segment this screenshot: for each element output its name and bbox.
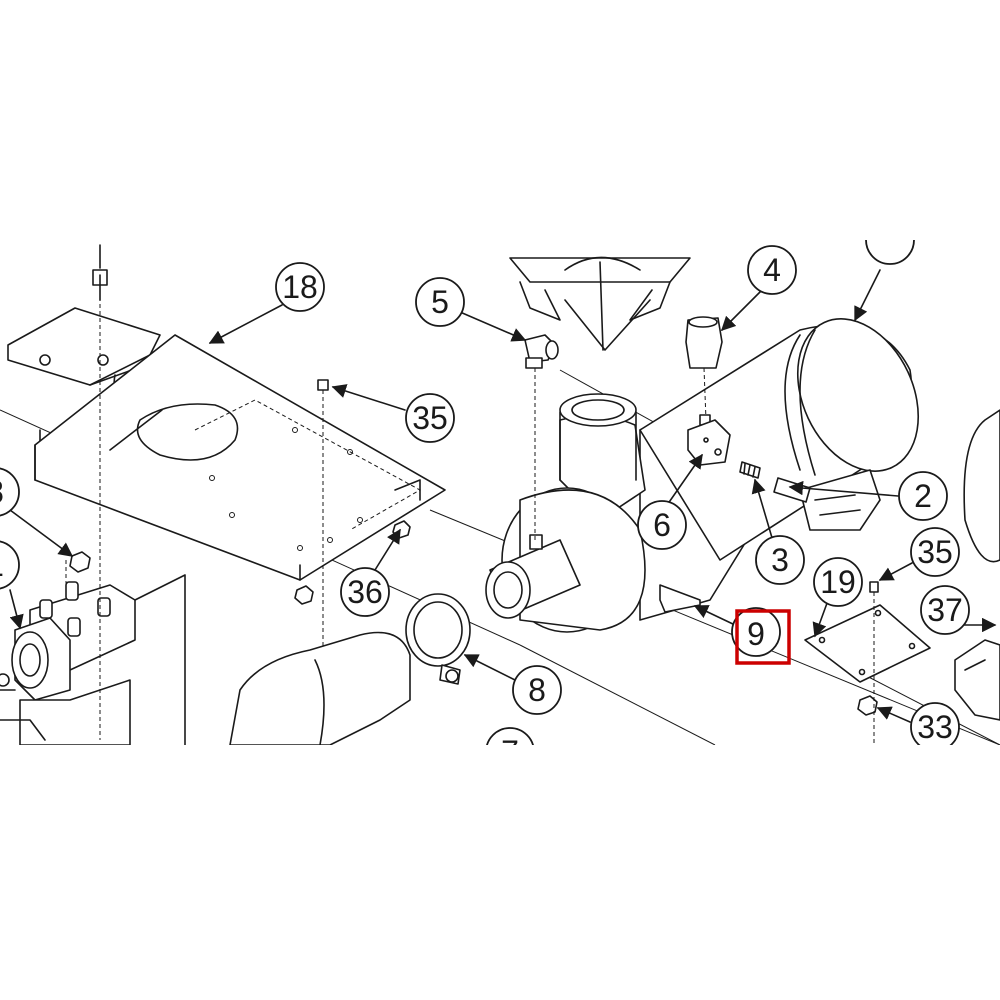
highlight-box: [735, 609, 791, 665]
filter-housing: [0, 574, 186, 745]
callout-37: 37: [920, 585, 970, 635]
motor: [639, 318, 920, 561]
svg-text:2: 2: [914, 478, 932, 514]
callout-left-lower: 1: [0, 540, 20, 590]
svg-text:35: 35: [917, 534, 953, 570]
svg-text:1: 1: [0, 547, 4, 583]
svg-text:37: 37: [927, 592, 963, 628]
bolt-35-left: [65, 290, 329, 740]
callout-7: 7: [486, 727, 534, 770]
svg-text:33: 33: [917, 709, 953, 745]
nuts: [69, 520, 878, 716]
svg-text:3: 3: [771, 542, 789, 578]
callout-4: 4: [747, 245, 797, 295]
svg-text:9: 9: [747, 616, 765, 652]
callout-36: 36: [340, 567, 390, 617]
svg-text:19: 19: [820, 564, 856, 600]
callout-18: 18: [275, 262, 325, 312]
svg-text:4: 4: [763, 252, 781, 288]
callout-35-right: 35: [910, 527, 960, 577]
callout-5: 5: [415, 277, 465, 327]
svg-text:5: 5: [431, 284, 449, 320]
callout-35: 35: [405, 393, 455, 443]
callout-33: 33: [910, 702, 960, 745]
callout-9: 9: [731, 607, 781, 657]
pump-inlet-funnel: [509, 256, 691, 351]
base-plate: [34, 334, 446, 581]
vent-cap: [685, 316, 723, 426]
svg-text:6: 6: [653, 507, 671, 543]
svg-text:7: 7: [501, 734, 519, 770]
leader-arrows: [9, 244, 997, 723]
svg-text:18: 18: [282, 269, 318, 305]
right-partial-parts: [954, 409, 1000, 721]
svg-text:8: 8: [528, 672, 546, 708]
callout-19: 19: [813, 557, 863, 607]
callout-6: 6: [637, 500, 687, 550]
callout-8: 8: [512, 665, 562, 715]
callout-2: 2: [898, 471, 948, 521]
elbow-fitting: [524, 334, 559, 540]
svg-text:35: 35: [412, 400, 448, 436]
callout-left-upper: 8: [0, 467, 20, 517]
svg-text:36: 36: [347, 574, 383, 610]
cover-plate: [804, 581, 931, 745]
clamp-ring: [405, 593, 471, 685]
lower-hose: [229, 631, 411, 745]
callout-top-right: [865, 240, 915, 265]
svg-text:8: 8: [0, 474, 4, 510]
junction-block: [687, 419, 731, 466]
callout-3: 3: [755, 535, 805, 585]
